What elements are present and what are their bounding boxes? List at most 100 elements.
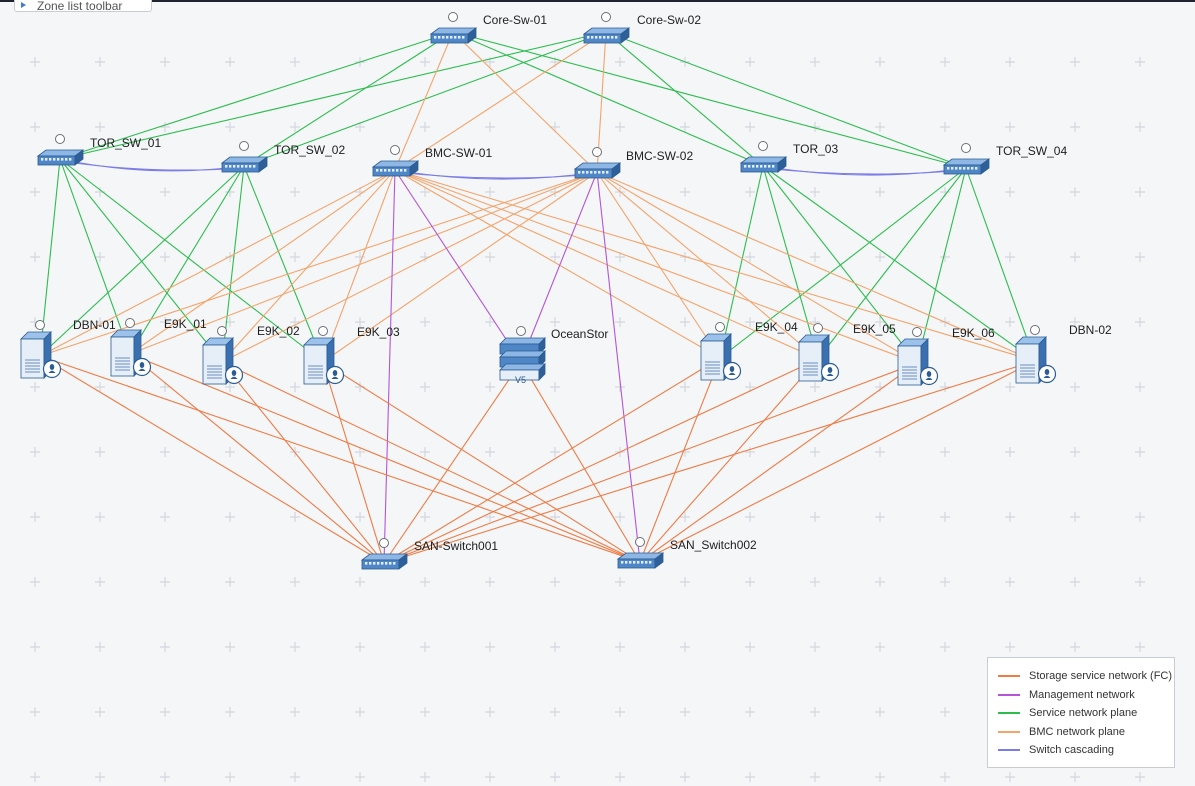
link-bmc-core2-bmc1[interactable]: [394, 31, 607, 171]
link-storage-fc-dbn1-san1[interactable]: [39, 355, 385, 564]
link-storage-fc-e9k6-san2[interactable]: [639, 362, 918, 563]
node-bmc1[interactable]: BMC-SW-01: [371, 145, 492, 177]
legend-swatch: [998, 675, 1020, 678]
link-service-tor3-dbn2[interactable]: [762, 165, 1036, 362]
node-dbn2[interactable]: DBN-02: [1015, 323, 1112, 384]
link-bmc-bmc2-e9k2[interactable]: [221, 171, 598, 363]
grid-mark: [225, 642, 235, 652]
link-service-core1-tor2[interactable]: [243, 31, 454, 167]
link-storage-fc-ocean-san1[interactable]: [383, 361, 522, 564]
grid-mark: [30, 642, 40, 652]
link-storage-fc-e9k2-san1[interactable]: [221, 361, 385, 564]
link-service-tor4-e9k4[interactable]: [719, 167, 967, 359]
link-storage-fc-e9k6-san1[interactable]: [383, 362, 918, 564]
switch-icon: [942, 158, 991, 175]
link-bmc-bmc2-e9k6[interactable]: [596, 171, 918, 364]
link-storage-fc-e9k4-san2[interactable]: [639, 357, 721, 563]
node-core2[interactable]: Core-Sw-02: [582, 12, 701, 44]
link-cascade-tor3-tor4-second[interactable]: [762, 167, 967, 175]
link-service-core1-tor3[interactable]: [452, 31, 764, 167]
canvas-grid: [30, 57, 1145, 782]
node-core1[interactable]: Core-Sw-01: [429, 12, 547, 44]
link-bmc-bmc1-e9k6[interactable]: [394, 169, 918, 364]
node-e9k4[interactable]: E9K_04: [700, 320, 798, 381]
link-service-tor4-e9k5[interactable]: [817, 167, 967, 360]
link-storage-fc-dbn2-san1[interactable]: [383, 360, 1036, 564]
link-management-bmc2-san2[interactable]: [596, 171, 641, 563]
link-storage-fc-e9k5-san2[interactable]: [639, 358, 819, 563]
link-bmc-bmc2-dbn1[interactable]: [39, 171, 598, 357]
link-bmc-bmc2-e9k4[interactable]: [596, 171, 721, 359]
link-storage-fc-e9k4-san1[interactable]: [383, 357, 721, 564]
link-storage-fc-e9k1-san2[interactable]: [129, 353, 641, 563]
grid-mark: [160, 577, 170, 587]
switch-icon: [582, 27, 631, 44]
node-tor3[interactable]: TOR_03: [739, 141, 838, 173]
grid-mark: [485, 382, 495, 392]
link-bmc-bmc2-e9k3[interactable]: [322, 171, 598, 363]
link-storage-fc-e9k3-san2[interactable]: [322, 361, 641, 563]
node-e9k3[interactable]: E9K_03: [303, 325, 400, 385]
grid-mark: [680, 707, 690, 717]
link-storage-fc-e9k5-san1[interactable]: [383, 358, 819, 564]
node-tor4[interactable]: TOR_SW_04: [942, 143, 1067, 175]
link-service-core1-tor4[interactable]: [452, 31, 967, 169]
link-bmc-bmc2-e9k1[interactable]: [129, 171, 598, 355]
link-bmc-bmc1-e9k5[interactable]: [394, 169, 819, 360]
link-management-bmc2-ocean[interactable]: [520, 171, 598, 363]
link-cascade-bmc1-bmc2-second[interactable]: [394, 171, 598, 179]
grid-mark: [30, 187, 40, 197]
node-san2[interactable]: SAN_Switch002: [616, 537, 757, 569]
link-service-tor4-e9k6[interactable]: [916, 167, 967, 364]
link-storage-fc-dbn2-san2[interactable]: [639, 360, 1036, 563]
link-bmc-bmc1-dbn2[interactable]: [394, 169, 1036, 362]
node-dbn1[interactable]: DBN-01: [20, 318, 116, 379]
toolbar-button[interactable]: Zone list toolbar: [14, 0, 152, 12]
grid-mark: [1070, 772, 1080, 782]
node-tor2[interactable]: TOR_SW_02: [220, 141, 345, 173]
link-service-core2-tor4[interactable]: [605, 31, 967, 169]
node-san1[interactable]: SAN-Switch001: [360, 538, 498, 570]
link-bmc-bmc1-e9k2[interactable]: [221, 169, 396, 363]
link-service-tor4-dbn2[interactable]: [965, 167, 1036, 362]
node-e9k2[interactable]: E9K_02: [202, 324, 300, 385]
link-cascade-bmc1-bmc2[interactable]: [394, 169, 598, 180]
link-storage-fc-e9k3-san1[interactable]: [322, 361, 385, 564]
link-service-tor1-e9k1[interactable]: [59, 158, 131, 355]
link-storage-fc-e9k2-san2[interactable]: [221, 361, 641, 563]
link-service-tor3-e9k5[interactable]: [762, 165, 819, 360]
link-bmc-bmc1-e9k3[interactable]: [322, 169, 396, 363]
node-bmc2[interactable]: BMC-SW-02: [573, 147, 693, 179]
link-service-tor3-e9k4[interactable]: [719, 165, 764, 359]
link-service-tor1-e9k3[interactable]: [59, 158, 324, 363]
node-e9k1[interactable]: E9K_01: [110, 317, 207, 377]
link-storage-fc-dbn1-san2[interactable]: [39, 355, 641, 563]
grid-mark: [875, 317, 885, 327]
link-service-core2-tor3[interactable]: [605, 31, 764, 167]
grid-mark: [810, 642, 820, 652]
link-management-bmc1-ocean[interactable]: [394, 169, 522, 363]
link-storage-fc-e9k1-san1[interactable]: [129, 353, 385, 564]
link-service-tor3-e9k6[interactable]: [762, 165, 918, 364]
link-service-tor2-e9k1[interactable]: [129, 165, 245, 355]
link-cascade-tor3-tor4[interactable]: [762, 165, 967, 176]
link-bmc-bmc2-dbn2[interactable]: [596, 171, 1036, 362]
link-storage-fc-ocean-san2[interactable]: [520, 361, 641, 563]
link-bmc-bmc1-e9k4[interactable]: [394, 169, 721, 359]
link-bmc-core1-bmc2[interactable]: [452, 31, 598, 173]
node-tor1[interactable]: TOR_SW_01: [36, 134, 161, 166]
link-bmc-bmc1-e9k1[interactable]: [129, 169, 396, 355]
grid-mark: [550, 707, 560, 717]
link-service-tor2-e9k3[interactable]: [243, 165, 324, 363]
link-bmc-bmc1-dbn1[interactable]: [39, 169, 396, 357]
link-bmc-core1-bmc1[interactable]: [394, 31, 454, 171]
link-service-core1-tor1[interactable]: [59, 31, 454, 160]
link-service-core2-tor1[interactable]: [59, 31, 607, 160]
node-e9k5[interactable]: E9K_05: [798, 322, 896, 382]
link-bmc-bmc2-e9k5[interactable]: [596, 171, 819, 360]
node-e9k6[interactable]: E9K_06: [897, 326, 995, 386]
link-management-bmc1-san1[interactable]: [383, 169, 396, 564]
link-service-tor2-dbn1[interactable]: [39, 165, 245, 357]
